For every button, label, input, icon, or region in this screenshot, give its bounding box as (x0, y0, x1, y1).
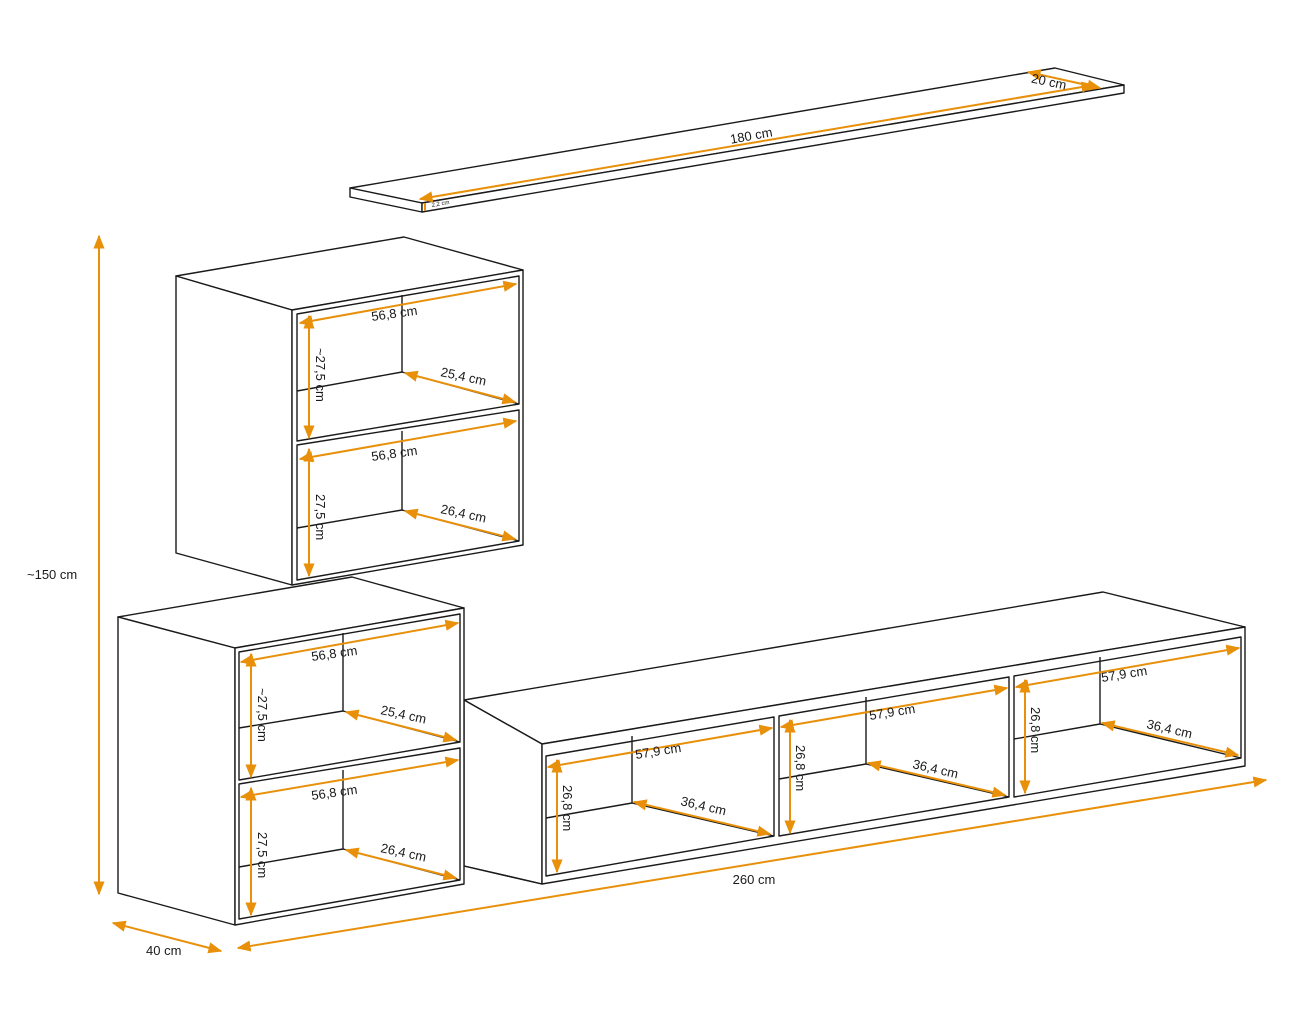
floating-shelf: 180 cm 20 cm 2,2 cm (349, 67, 1125, 213)
upper-cabinet-bottom-height-label: 27,5 cm (313, 494, 328, 540)
upper-cabinet: 56,8 cm ~27,5 cm 25,4 cm 56,8 cm 27,5 cm… (175, 236, 524, 586)
lower-cabinet-top-width-dimension (239, 619, 460, 666)
lower-cabinet-bottom-width-label: 56,8 cm (310, 782, 358, 803)
lower-cabinet-top-width-label: 56,8 cm (310, 643, 358, 664)
tv-compartment-3-width-label: 57,9 cm (1100, 663, 1148, 685)
lower-cabinet-top-height-label: ~27,5 cm (255, 688, 270, 742)
overall-width-label: 260 cm (733, 872, 776, 887)
tv-compartment-2-width-dimension (779, 684, 1009, 731)
upper-cabinet-top-height-label: ~27,5 cm (313, 348, 328, 402)
tv-compartment-2-depth-dimension (866, 760, 1007, 798)
tv-compartment-1-depth-dimension (632, 799, 772, 837)
tv-compartment-1-width-label: 57,9 cm (634, 740, 682, 762)
tv-compartment-3-depth-dimension (1100, 720, 1240, 758)
overall-width-dimension (236, 776, 1268, 952)
upper-cabinet-top-width-label: 56,8 cm (370, 303, 418, 324)
upper-cabinet-top-depth-dimension (403, 370, 517, 405)
shelf-length-label: 180 cm (729, 124, 774, 146)
shelf-right-edge (421, 84, 1125, 213)
tv-unit-bottom-edge (463, 865, 543, 885)
lower-cabinet-bottom-width-dimension (239, 756, 460, 801)
tv-compartment-3-height-label: 26,8 cm (1028, 707, 1043, 753)
tv-compartment-1-height-label: 26,8 cm (560, 785, 575, 831)
lower-cabinet-bottom-depth-dimension (344, 847, 458, 881)
shelf-thickness-label: 2,2 cm (431, 200, 450, 209)
overall-depth-dimension (111, 920, 223, 954)
upper-cabinet-bottom-width-label: 56,8 cm (370, 443, 418, 464)
overall-depth-label: 40 cm (146, 943, 181, 958)
tv-compartment-3-width-dimension (1014, 644, 1241, 691)
shelf-length-dimension (418, 81, 1096, 203)
upper-cabinet-top-width-dimension (298, 280, 518, 327)
tv-unit: 57,9 cm 26,8 cm 36,4 cm 57,9 cm 26,8 cm … (463, 591, 1246, 885)
shelf-depth-label: 20 cm (1030, 71, 1068, 93)
upper-cabinet-bottom-depth-dimension (403, 508, 517, 542)
tv-compartment-2-height-label: 26,8 cm (793, 745, 808, 791)
lower-cabinet: 56,8 cm ~27,5 cm 25,4 cm 56,8 cm 27,5 cm… (117, 576, 465, 926)
overall-height-label: ~150 cm (27, 567, 77, 582)
upper-cabinet-side-face (175, 275, 293, 586)
overall-dimensions: ~150 cm 40 cm 260 cm (27, 234, 1268, 958)
lower-cabinet-side-face (117, 616, 236, 926)
lower-cabinet-bottom-height-label: 27,5 cm (255, 832, 270, 878)
tv-compartment-2-width-label: 57,9 cm (868, 701, 916, 723)
lower-cabinet-top-depth-dimension (344, 709, 458, 743)
upper-cabinet-bottom-width-dimension (298, 417, 518, 463)
shelf-depth-dimension (1026, 69, 1102, 91)
tv-compartment-1-width-dimension (546, 724, 774, 771)
